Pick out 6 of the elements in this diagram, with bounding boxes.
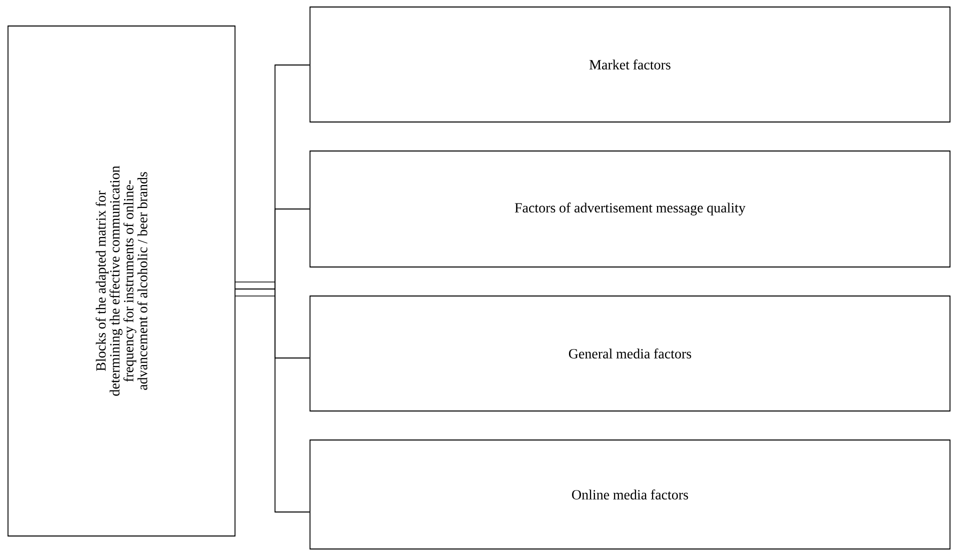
block-box: Blocks of the adapted matrix for determining the effective communication frequency for instruments of online-advancement of alcoholic / beer brands bbox=[8, 26, 236, 536]
factor-box: General media factors bbox=[310, 296, 950, 412]
factor-box: Online media factors bbox=[310, 440, 950, 550]
connector-line bbox=[235, 288, 310, 512]
factor-box: Factors of advertisement message quality bbox=[310, 150, 950, 268]
factor-box: Market factors bbox=[310, 6, 950, 122]
